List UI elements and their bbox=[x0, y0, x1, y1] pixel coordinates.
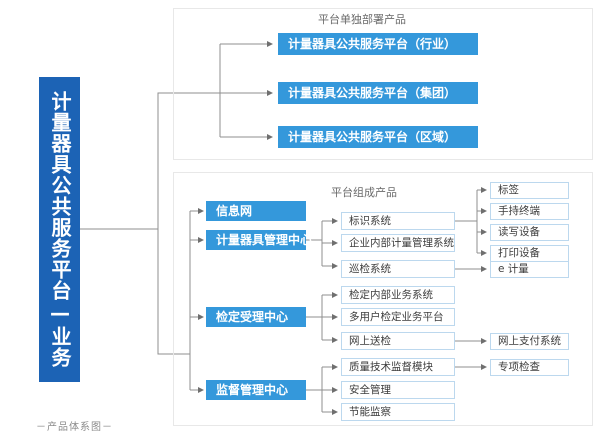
node-center-instrument-management[interactable]: 计量器具管理中心 bbox=[206, 230, 312, 250]
node-device-handheld-terminal[interactable]: 手持终端 bbox=[490, 203, 569, 220]
panel-top-title: 平台单独部署产品 bbox=[318, 13, 406, 26]
node-platform-industry[interactable]: 计量器具公共服务平台（行业） bbox=[278, 33, 478, 55]
node-system-safety-management[interactable]: 安全管理 bbox=[341, 381, 455, 399]
node-system-energy-saving-supervision[interactable]: 节能监察 bbox=[341, 403, 455, 421]
node-system-quality-supervision-module[interactable]: 质量技术监督模块 bbox=[341, 358, 455, 376]
node-device-printer[interactable]: 打印设备 bbox=[490, 245, 569, 262]
node-system-inspection[interactable]: 巡检系统 bbox=[341, 260, 455, 278]
node-platform-group[interactable]: 计量器具公共服务平台（集团） bbox=[278, 82, 478, 104]
node-online-payment-system[interactable]: 网上支付系统 bbox=[490, 333, 569, 350]
node-system-enterprise-metrology[interactable]: 企业内部计量管理系统 bbox=[341, 234, 455, 252]
node-system-multiuser-verification[interactable]: 多用户检定业务平台 bbox=[341, 308, 455, 326]
node-center-information-network[interactable]: 信息网 bbox=[206, 201, 306, 221]
panel-standalone-products bbox=[173, 8, 593, 160]
node-special-inspection[interactable]: 专项检查 bbox=[490, 359, 569, 376]
panel-bottom-title: 平台组成产品 bbox=[331, 186, 397, 199]
node-platform-region[interactable]: 计量器具公共服务平台（区域） bbox=[278, 126, 478, 148]
node-device-read-write[interactable]: 读写设备 bbox=[490, 224, 569, 241]
node-device-tag[interactable]: 标签 bbox=[490, 182, 569, 199]
node-center-verification-acceptance[interactable]: 检定受理中心 bbox=[206, 307, 306, 327]
figure-caption: －产品体系图－ bbox=[36, 422, 113, 433]
panel-composition-products bbox=[173, 172, 593, 426]
node-system-identification[interactable]: 标识系统 bbox=[341, 212, 455, 230]
main-title-block: 计量器具公共服务平台—业务 bbox=[39, 77, 80, 382]
node-center-supervision-management[interactable]: 监督管理中心 bbox=[206, 380, 306, 400]
node-system-online-submission[interactable]: 网上送检 bbox=[341, 332, 455, 350]
node-device-e-metrology[interactable]: e 计量 bbox=[490, 261, 569, 278]
node-system-internal-verification[interactable]: 检定内部业务系统 bbox=[341, 286, 455, 304]
